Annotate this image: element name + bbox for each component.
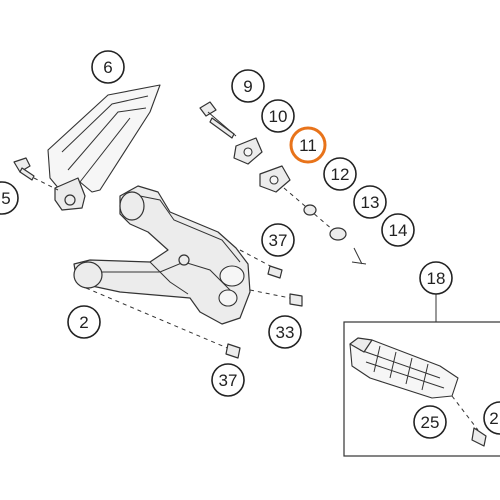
callout-18[interactable]: 18 <box>419 261 453 295</box>
callout-37-upper[interactable]: 37 <box>261 223 295 257</box>
callout-2-partial[interactable]: 2 <box>483 401 500 435</box>
callout-10[interactable]: 10 <box>261 99 295 133</box>
callout-18-label: 18 <box>427 269 446 288</box>
callout-5[interactable]: 5 <box>0 181 19 215</box>
footrest-bracket-part-2 <box>73 185 251 325</box>
callout-33[interactable]: 33 <box>268 315 302 349</box>
callout-37-lower-label: 37 <box>219 371 238 390</box>
callout-2-partial-label: 2 <box>489 409 498 428</box>
callout-6[interactable]: 6 <box>91 50 125 84</box>
callout-2[interactable]: 2 <box>67 305 101 339</box>
callout-13-label: 13 <box>361 193 380 212</box>
callout-25[interactable]: 25 <box>413 405 447 439</box>
callout-12-label: 12 <box>331 165 350 184</box>
callout-12[interactable]: 12 <box>323 157 357 191</box>
footpeg-assembly-part-18 <box>343 292 500 457</box>
callout-37-upper-label: 37 <box>269 231 288 250</box>
bolt-part-5 <box>13 157 59 191</box>
callout-37-lower[interactable]: 37 <box>211 363 245 397</box>
screws-part-37-33 <box>85 249 303 359</box>
callout-11-highlighted[interactable]: 11 <box>289 126 327 164</box>
heel-guard-part-6 <box>47 84 161 211</box>
callout-9[interactable]: 9 <box>231 69 265 103</box>
callout-33-label: 33 <box>276 323 295 342</box>
callout-14-label: 14 <box>389 221 408 240</box>
callout-2-label: 2 <box>79 313 88 332</box>
callout-5-label: 5 <box>1 189 10 208</box>
callout-25-label: 25 <box>421 413 440 432</box>
callout-10-label: 10 <box>269 107 288 126</box>
callout-9-label: 9 <box>243 77 252 96</box>
parts-9-to-14-stack <box>199 101 367 265</box>
callout-14[interactable]: 14 <box>381 213 415 247</box>
callout-11-label: 11 <box>299 136 317 155</box>
callout-6-label: 6 <box>103 58 112 77</box>
callout-13[interactable]: 13 <box>353 185 387 219</box>
